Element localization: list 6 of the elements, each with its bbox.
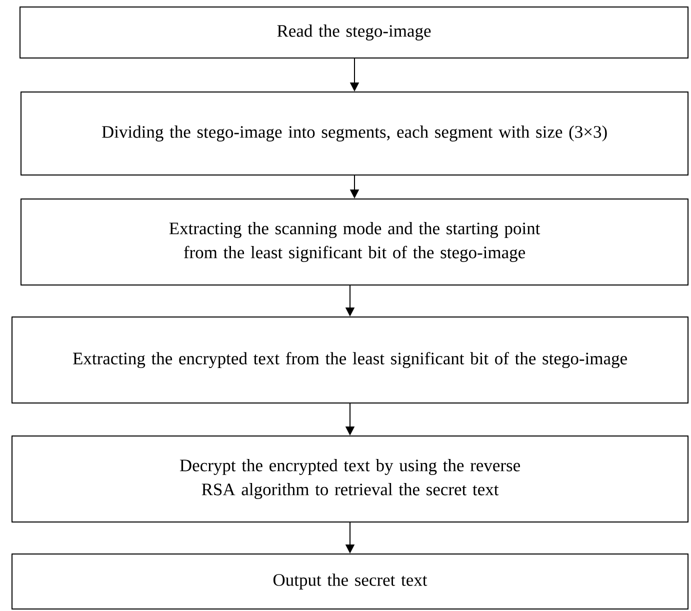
process-box: Output the secret text <box>12 554 688 610</box>
process-box: Decrypt the encrypted text by using the reverse RSA algorithm to retrieval the secret text <box>12 436 688 522</box>
process-box: Read the stego-image <box>20 6 688 58</box>
process-box: Dividing the stego-image into segments, each segment with size (3×3) <box>20 92 688 176</box>
process-box: Extracting the scanning mode and the starting point from the least significant bit of the stego-image <box>20 198 688 286</box>
process-box: Extracting the encrypted text from the least significant bit of the stego-image <box>12 316 688 404</box>
